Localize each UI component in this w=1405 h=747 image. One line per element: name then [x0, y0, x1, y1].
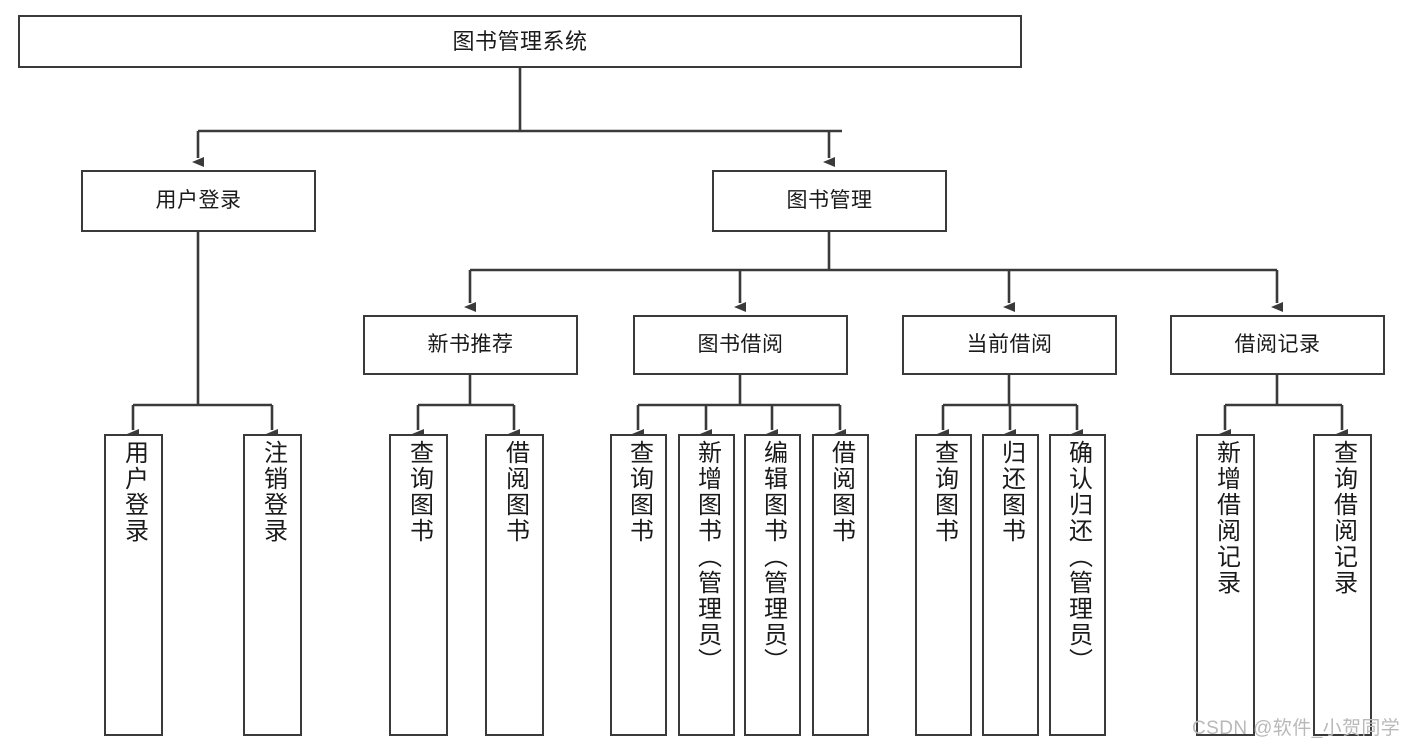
- node-label: 当前借阅: [966, 332, 1053, 356]
- node-label: 借阅记录: [1234, 332, 1321, 356]
- node-label: 用户登录: [120, 440, 148, 544]
- node-label: 用户登录: [155, 188, 242, 212]
- node-label: 图书管理: [786, 188, 873, 212]
- node-label: 查询图书: [405, 440, 433, 544]
- node-book-management[interactable]: 图书管理: [712, 170, 947, 232]
- node-label: 新增借阅记录: [1212, 440, 1240, 596]
- node-user-login[interactable]: 用户登录: [81, 170, 316, 232]
- node-label: 新书推荐: [427, 332, 514, 356]
- leaf-borrow-book-new[interactable]: 借阅图书: [485, 434, 544, 736]
- node-book-borrow[interactable]: 图书借阅: [633, 315, 848, 375]
- leaf-user-login[interactable]: 用户登录: [104, 434, 163, 736]
- node-root-book-management-system[interactable]: 图书管理系统: [18, 15, 1022, 68]
- node-current-borrow[interactable]: 当前借阅: [902, 315, 1117, 375]
- node-label: 查询借阅记录: [1329, 440, 1357, 596]
- node-label: 新增图书（管理员）: [693, 440, 721, 674]
- node-label: 图书管理系统: [452, 28, 588, 54]
- node-label: 归还图书: [997, 440, 1025, 544]
- node-label: 查询图书: [930, 440, 958, 544]
- leaf-edit-book-admin[interactable]: 编辑图书（管理员）: [744, 434, 801, 736]
- node-label: 编辑图书（管理员）: [759, 440, 787, 674]
- node-label: 借阅图书: [827, 440, 855, 544]
- node-label: 借阅图书: [501, 440, 529, 544]
- csdn-watermark: CSDN @软件_小贺同学: [1192, 718, 1401, 739]
- leaf-query-book-current[interactable]: 查询图书: [915, 434, 972, 736]
- leaf-logout[interactable]: 注销登录: [243, 434, 302, 736]
- leaf-borrow-book[interactable]: 借阅图书: [812, 434, 869, 736]
- node-label: 图书借阅: [697, 332, 784, 356]
- leaf-query-book-new[interactable]: 查询图书: [389, 434, 448, 736]
- node-new-book-recommendation[interactable]: 新书推荐: [363, 315, 578, 375]
- leaf-confirm-return-admin[interactable]: 确认归还（管理员）: [1049, 434, 1106, 736]
- leaf-add-borrow-record[interactable]: 新增借阅记录: [1196, 434, 1255, 736]
- leaf-query-borrow-record[interactable]: 查询借阅记录: [1313, 434, 1372, 736]
- leaf-query-book-borrow[interactable]: 查询图书: [610, 434, 667, 736]
- leaf-return-book[interactable]: 归还图书: [982, 434, 1039, 736]
- node-label: 查询图书: [625, 440, 653, 544]
- leaf-add-book-admin[interactable]: 新增图书（管理员）: [678, 434, 735, 736]
- node-label: 注销登录: [259, 440, 287, 544]
- node-label: 确认归还（管理员）: [1064, 440, 1092, 674]
- node-borrow-record[interactable]: 借阅记录: [1170, 315, 1385, 375]
